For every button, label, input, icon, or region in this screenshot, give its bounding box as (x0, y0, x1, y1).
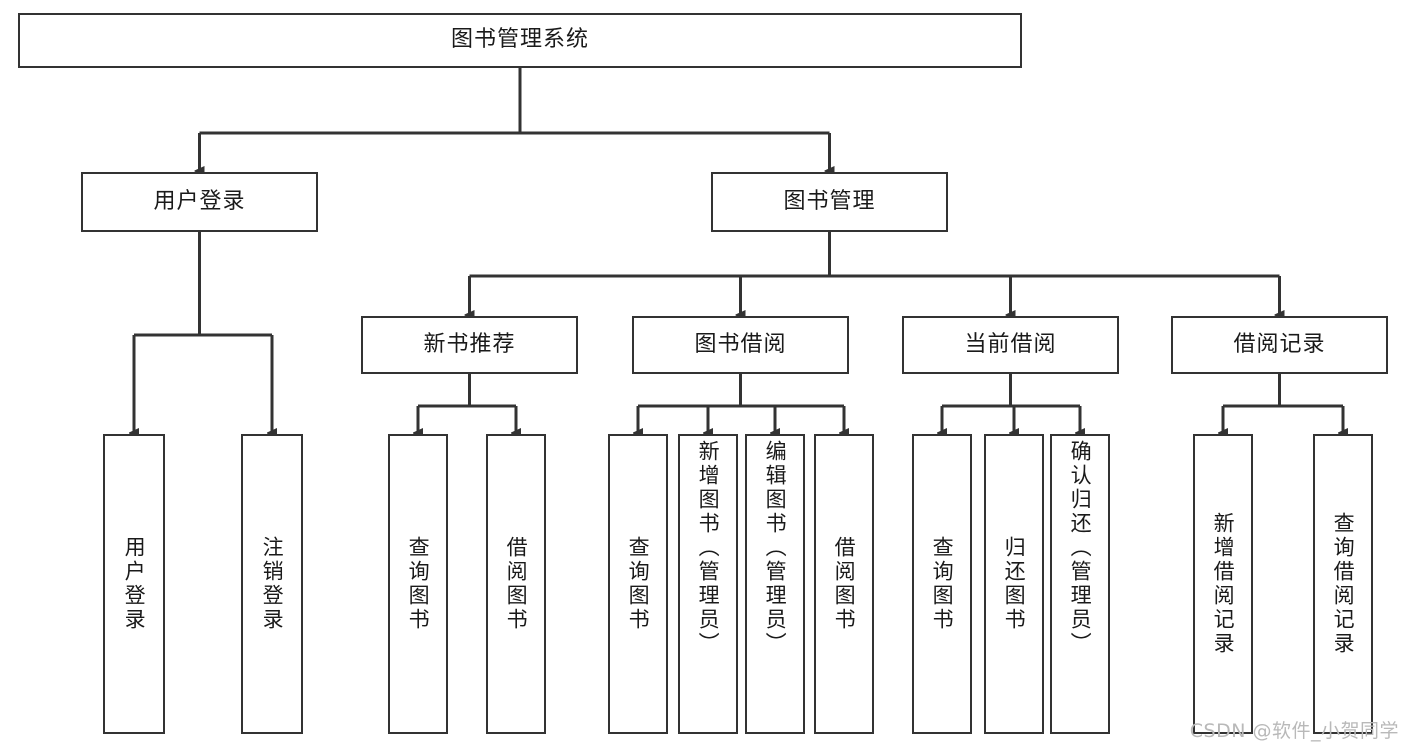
leaf-query-borrow-record-label: 查询借阅记录 (1331, 512, 1356, 656)
node-book-borrow[interactable]: 图书借阅 (632, 316, 849, 374)
leaf-borrow-book-2-label: 借阅图书 (832, 536, 857, 632)
leaf-confirm-return-admin-label: 确认归还（管理员） (1068, 440, 1093, 656)
leaf-borrow-book-2[interactable]: 借阅图书 (814, 434, 874, 734)
leaf-borrow-book-1[interactable]: 借阅图书 (486, 434, 546, 734)
node-new-book-recommend[interactable]: 新书推荐 (361, 316, 578, 374)
leaf-edit-book-admin-label: 编辑图书（管理员） (763, 440, 788, 656)
leaf-query-book-3[interactable]: 查询图书 (912, 434, 972, 734)
node-book-management-label: 图书管理 (783, 188, 876, 214)
leaf-add-borrow-record-label: 新增借阅记录 (1211, 512, 1236, 656)
leaf-user-login[interactable]: 用户登录 (103, 434, 165, 734)
node-new-book-recommend-label: 新书推荐 (423, 331, 516, 357)
leaf-return-book-label: 归还图书 (1002, 536, 1027, 632)
leaf-query-book-3-label: 查询图书 (930, 536, 955, 632)
leaf-confirm-return-admin[interactable]: 确认归还（管理员） (1050, 434, 1110, 734)
leaf-edit-book-admin[interactable]: 编辑图书（管理员） (745, 434, 805, 734)
leaf-add-borrow-record[interactable]: 新增借阅记录 (1193, 434, 1253, 734)
leaf-query-borrow-record[interactable]: 查询借阅记录 (1313, 434, 1373, 734)
leaf-query-book-2[interactable]: 查询图书 (608, 434, 668, 734)
node-borrow-record[interactable]: 借阅记录 (1171, 316, 1388, 374)
node-book-management[interactable]: 图书管理 (711, 172, 948, 232)
leaf-return-book[interactable]: 归还图书 (984, 434, 1044, 734)
node-user-login-label: 用户登录 (153, 188, 246, 214)
leaf-add-book-admin-label: 新增图书（管理员） (696, 440, 721, 656)
leaf-add-book-admin[interactable]: 新增图书（管理员） (678, 434, 738, 734)
leaf-borrow-book-1-label: 借阅图书 (504, 536, 529, 632)
node-borrow-record-label: 借阅记录 (1233, 331, 1326, 357)
leaf-user-logout[interactable]: 注销登录 (241, 434, 303, 734)
node-root[interactable]: 图书管理系统 (18, 13, 1022, 68)
node-root-label: 图书管理系统 (450, 27, 589, 53)
leaf-query-book-1[interactable]: 查询图书 (388, 434, 448, 734)
node-user-login[interactable]: 用户登录 (81, 172, 318, 232)
node-current-borrow-label: 当前借阅 (964, 331, 1057, 357)
leaf-user-login-label: 用户登录 (122, 536, 147, 632)
leaf-query-book-1-label: 查询图书 (406, 536, 431, 632)
node-book-borrow-label: 图书借阅 (694, 331, 787, 357)
node-current-borrow[interactable]: 当前借阅 (902, 316, 1119, 374)
leaf-user-logout-label: 注销登录 (260, 536, 285, 632)
leaf-query-book-2-label: 查询图书 (626, 536, 651, 632)
